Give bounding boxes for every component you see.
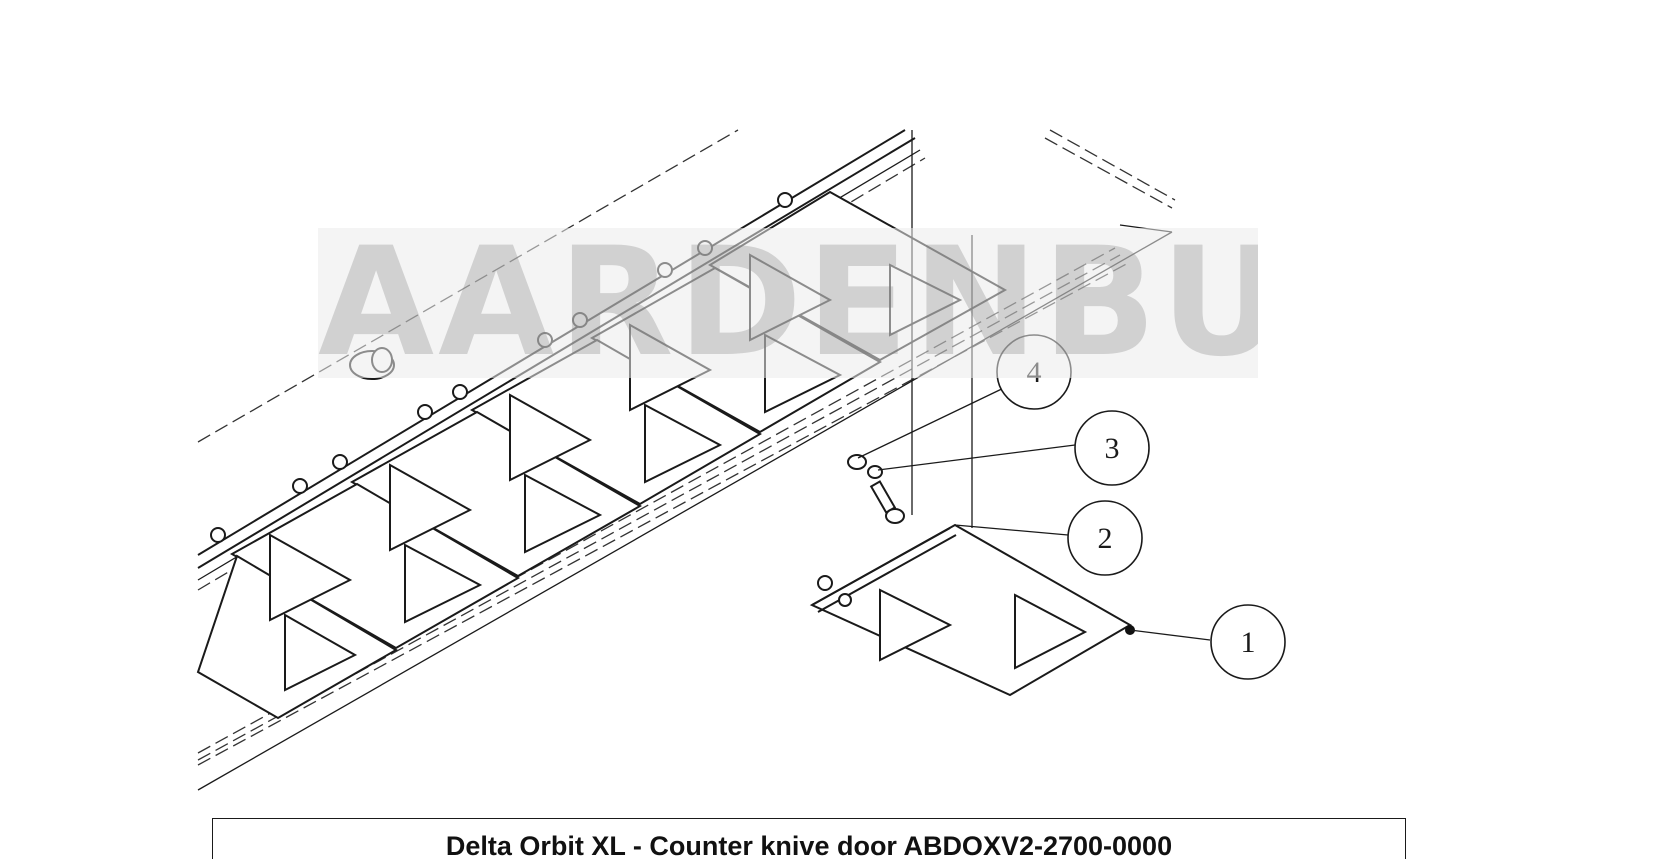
fasteners	[847, 454, 905, 524]
callout-3: 3	[1074, 410, 1150, 486]
knife-door-part	[809, 523, 1135, 697]
svg-text:3: 3	[1105, 432, 1120, 465]
callout-2: 2	[1067, 500, 1143, 576]
svg-text:2: 2	[1098, 522, 1113, 555]
watermark: AARDENBURG	[318, 228, 1258, 378]
callout-1: 1	[1210, 604, 1286, 680]
title-block: Delta Orbit XL - Counter knive door ABDO…	[212, 818, 1406, 861]
exploded-parts-drawing: 1 2 3 4	[196, 129, 1286, 791]
svg-text:1: 1	[1241, 626, 1256, 659]
drawing-title: Delta Orbit XL - Counter knive door ABDO…	[445, 831, 1173, 861]
callout-leaders	[857, 384, 1211, 641]
